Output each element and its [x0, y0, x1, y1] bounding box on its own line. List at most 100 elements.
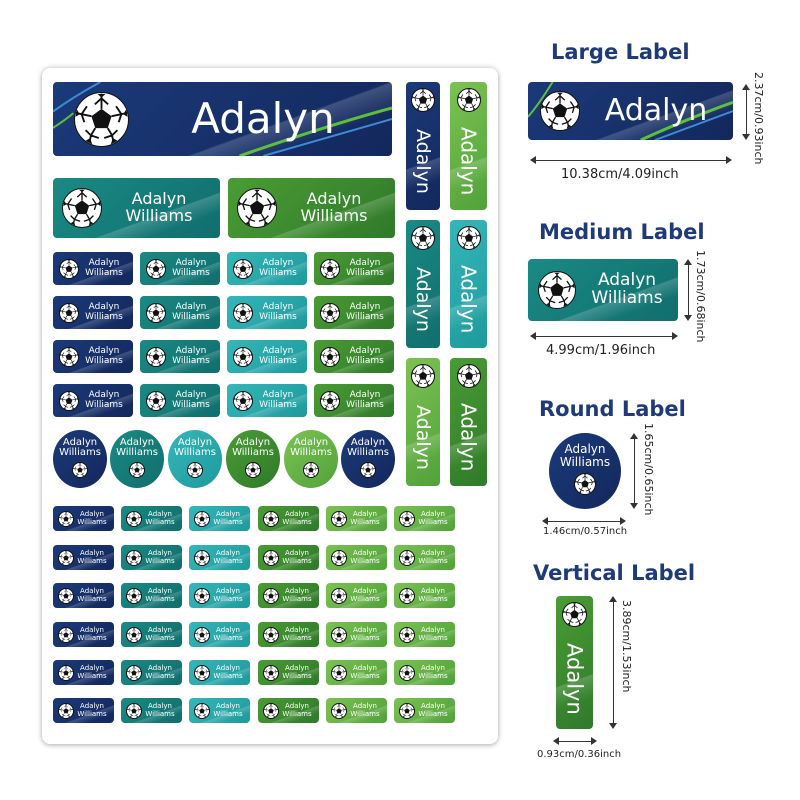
label-text: Adalyn	[262, 302, 294, 313]
soccer-ball-icon	[263, 510, 279, 527]
label-text: Adalyn	[285, 587, 309, 596]
vertical-name-label[interactable]: Adalyn	[406, 358, 440, 486]
vertical-name-label[interactable]: Adalyn	[450, 220, 487, 348]
label-text: Adalyn	[80, 510, 104, 519]
label-text: Adalyn	[175, 302, 207, 313]
label-text: Williams	[213, 671, 243, 680]
round-label-height: 1.65cm/0.65inch	[642, 423, 655, 516]
large-name-label[interactable]: Adalyn	[53, 82, 392, 156]
soccer-ball-icon	[237, 188, 277, 228]
soccer-ball-icon	[194, 626, 210, 643]
label-text: Adalyn	[353, 549, 377, 558]
soccer-ball-icon	[187, 462, 203, 478]
label-text: Adalyn	[285, 664, 309, 673]
label-text: Adalyn	[175, 346, 207, 357]
vertical-name-label[interactable]: Adalyn	[406, 220, 440, 348]
label-text: Adalyn	[88, 346, 120, 357]
vertical-name-label[interactable]: Adalyn	[450, 358, 487, 486]
label-text: Adalyn	[562, 643, 587, 715]
soccer-ball-icon	[411, 88, 435, 112]
soccer-ball-icon	[331, 587, 347, 604]
soccer-ball-icon	[399, 549, 415, 566]
vertical-name-label[interactable]: Adalyn	[450, 82, 487, 210]
label-text: Williams	[213, 517, 243, 526]
vertical-name-label[interactable]: Adalyn	[406, 82, 440, 210]
large-label-height: 2.37cm/0.93inch	[752, 72, 765, 165]
soccer-ball-icon	[126, 587, 142, 604]
vertical-label-text: Adalyn	[556, 634, 593, 724]
soccer-ball-icon	[146, 346, 166, 367]
label-text: Adalyn	[412, 404, 434, 470]
